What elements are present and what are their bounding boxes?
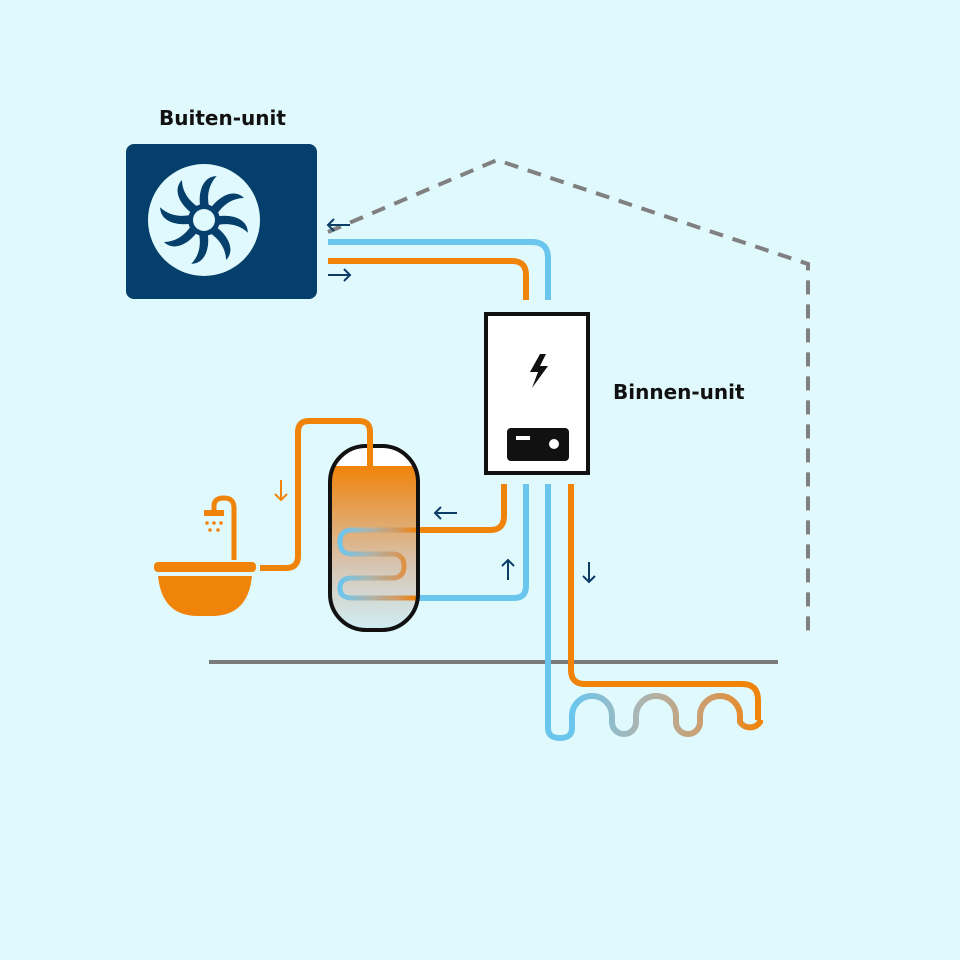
outdoor-unit-label: Buiten-unit: [159, 106, 286, 130]
lightning-bolt-icon: [530, 354, 548, 388]
arrow-left-icon: [326, 218, 350, 232]
arrow-down-icon: [274, 480, 288, 502]
floor-heating-supply-pipe: [568, 484, 761, 720]
outdoor-unit: [126, 144, 317, 299]
house-outline: [327, 157, 810, 632]
arrow-left-icon: [433, 506, 457, 520]
indoor-unit: [484, 312, 590, 475]
cold-pipe-outdoor: [328, 239, 551, 300]
hot-water-tank-icon: [328, 444, 420, 632]
control-panel-icon: [507, 428, 569, 461]
floor-heating-return-pipe: [545, 484, 575, 742]
floor-heating-coil-icon: [569, 693, 763, 737]
hot-pipe-outdoor: [328, 258, 529, 300]
arrow-up-icon: [501, 558, 515, 580]
hot-water-outlet-pipe: [260, 418, 373, 571]
arrow-right-icon: [328, 268, 352, 282]
tank-return-pipe: [416, 484, 529, 601]
bathtub-icon: [154, 562, 256, 616]
arrow-down-icon: [582, 562, 596, 584]
tank-supply-pipe: [416, 484, 507, 533]
fan-icon: [148, 164, 260, 276]
shower-icon: [204, 495, 237, 560]
indoor-unit-label: Binnen-unit: [613, 380, 745, 404]
